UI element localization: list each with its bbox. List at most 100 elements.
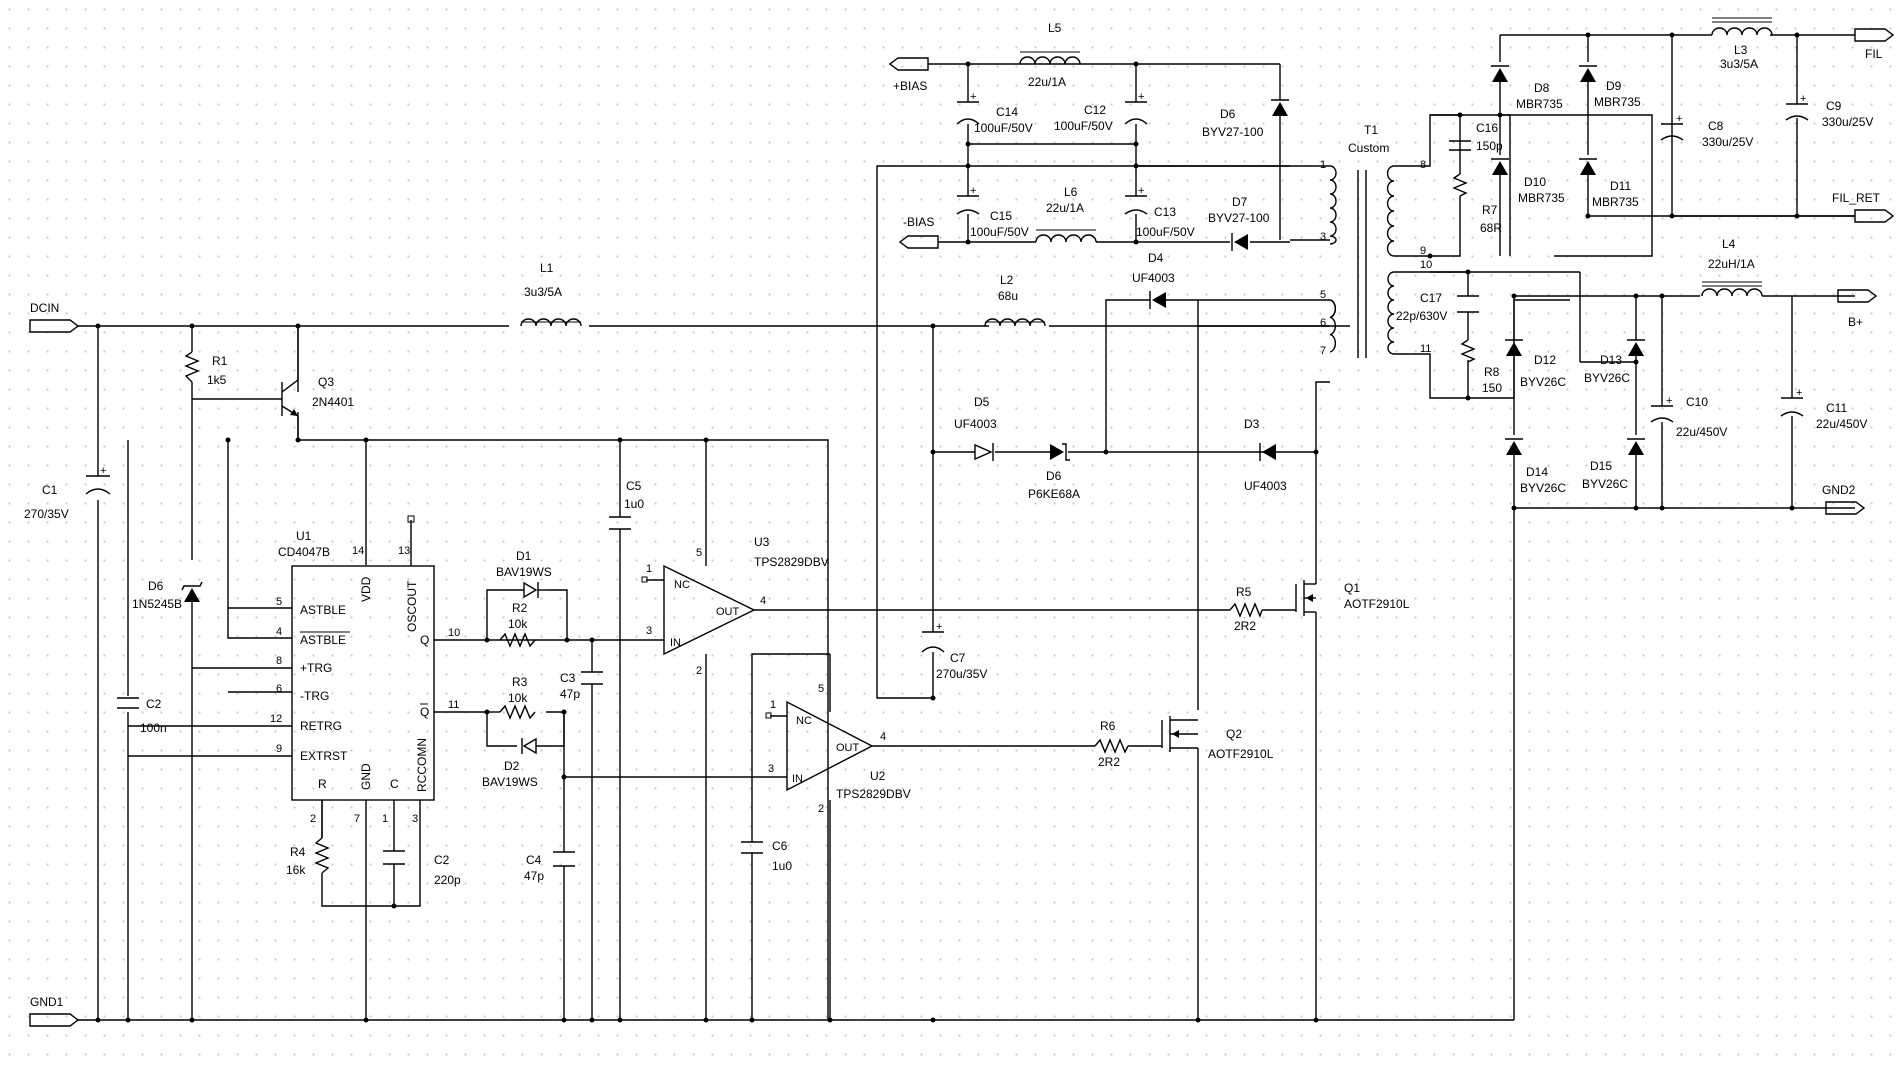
capacitor-c2-100n[interactable]: C2 100n [117,697,167,735]
u2-pin-out: OUT [836,742,860,754]
diode-d15[interactable]: D15 BYV26C [1582,438,1645,491]
zener-d6-1n5245b[interactable]: D6 1N5245B [132,579,203,611]
tvs-d6-p6ke68a[interactable]: D6 P6KE68A [1028,443,1080,501]
diode-d6-byv27[interactable]: D6 BYV27-100 [1202,99,1289,139]
resistor-r4[interactable]: R4 16k [286,837,330,877]
l5-value: 22u/1A [1028,75,1066,89]
diode-d12[interactable]: D12 BYV26C [1505,339,1566,389]
c12-value: 100uF/50V [1054,119,1113,133]
resistor-r1[interactable]: R1 1k5 [184,351,228,387]
c6-value: 1u0 [772,859,792,873]
ic-u1-cd4047b[interactable]: U1 CD4047B ASTBLE ASTBLE +TRG -TRG RETRG… [270,515,460,838]
capacitor-c4[interactable]: C4 47p [524,851,575,883]
capacitor-c13[interactable]: + C13 100uF/50V [1124,185,1195,239]
port-bplus[interactable]: B+ [1837,289,1878,329]
d2-ref: D2 [504,759,520,773]
port-gnd1-label: GND1 [30,995,64,1009]
capacitor-c14[interactable]: + C14 100uF/50V [956,91,1033,135]
d9-value: MBR735 [1594,95,1641,109]
svg-text:+: + [1796,387,1802,399]
diode-d13[interactable]: D13 BYV26C [1584,339,1645,385]
port-gnd1[interactable]: GND1 [29,995,80,1027]
diode-d7[interactable]: D7 BYV27-100 [1208,195,1270,251]
inductor-l5[interactable]: L5 22u/1A [1019,21,1081,89]
c11-ref: C11 [1826,401,1847,415]
d6z-value: 1N5245B [132,597,182,611]
diode-d11[interactable]: D11 MBR735 [1579,158,1639,209]
u1-pin3-num: 3 [412,813,418,825]
u3-pin1-num: 1 [646,563,652,575]
c1-ref: C1 [42,483,58,497]
resistor-r7[interactable]: R7 68R [1452,173,1502,235]
l2-value: 68u [998,289,1018,303]
u3-pin-in: IN [670,637,681,649]
d12-value: BYV26C [1520,375,1566,389]
d4-value: UF4003 [1132,271,1175,285]
capacitor-c1[interactable]: + C1 270/35V [24,465,111,521]
port-nbias[interactable]: -BIAS [898,215,939,249]
diode-d2[interactable]: D2 BAV19WS [482,737,538,789]
capacitor-c11[interactable]: + C11 22u/450V [1780,387,1867,431]
capacitor-c15[interactable]: + C15 100uF/50V [956,185,1029,239]
c3-value: 47p [560,687,580,701]
c14-ref: C14 [996,105,1018,119]
diode-d4[interactable]: D4 UF4003 [1132,251,1175,309]
transformer-t1[interactable]: T1 Custom 1 3 5 6 7 8 9 10 11 [1320,123,1432,358]
resistor-r6[interactable]: R6 2R2 [1094,719,1129,769]
diode-d9[interactable]: D9 MBR735 [1579,65,1641,109]
d2-value: BAV19WS [482,775,538,789]
port-fil[interactable]: FIL [1854,28,1895,61]
port-dcin[interactable]: DCIN [29,301,80,333]
inductor-l3[interactable]: L3 3u3/5A [1711,17,1773,71]
resistor-r5[interactable]: R5 2R2 [1229,585,1263,633]
capacitor-c9[interactable]: + C9 330u/25V [1785,93,1873,129]
capacitor-c2-220p[interactable]: C2 220p [383,850,461,887]
capacitor-c12[interactable]: + C12 100uF/50V [1054,91,1148,133]
inductor-l2[interactable]: L2 68u [984,273,1046,327]
u1-pin-r: R [318,777,327,791]
svg-text:+: + [1138,91,1144,103]
resistor-r2[interactable]: R2 10k [499,601,536,648]
diode-d5[interactable]: D5 UF4003 [954,395,997,461]
port-fil-ret-label: FIL_RET [1832,191,1881,205]
port-fil-ret[interactable]: FIL_RET [1832,191,1895,223]
transistor-q3[interactable]: Q3 2N4401 [192,326,354,440]
capacitor-c6[interactable]: C6 1u0 [741,839,792,873]
mosfet-q1[interactable]: Q1 AOTF2910L [1295,574,1410,616]
u3-value: TPS2829DBV [754,555,829,569]
l5-ref: L5 [1048,21,1062,35]
port-pbias[interactable]: +BIAS [888,57,929,93]
mosfet-q2[interactable]: Q2 AOTF2910L [1161,716,1274,761]
u3-pin4-num: 4 [760,595,766,607]
diode-d1[interactable]: D1 BAV19WS [496,549,552,599]
svg-text:+: + [100,465,106,477]
u1-pin-gnd: GND [359,763,373,790]
d5-value: UF4003 [954,417,997,431]
c15-ref: C15 [990,209,1012,223]
capacitor-c3[interactable]: C3 47p [560,671,603,701]
resistor-r3[interactable]: R3 10k [499,675,536,720]
inductor-l1[interactable]: L1 3u3/5A [520,261,582,327]
capacitor-c5[interactable]: C5 1u0 [609,479,644,530]
capacitor-c8[interactable]: + C8 330u/25V [1660,113,1753,149]
capacitor-c17[interactable]: C17 22p/630V [1396,291,1479,323]
d9-ref: D9 [1606,79,1622,93]
diode-d14[interactable]: D14 BYV26C [1505,438,1566,495]
c6-ref: C6 [772,839,788,853]
port-gnd2[interactable]: GND2 [1822,483,1866,515]
diode-d8[interactable]: D8 MBR735 [1491,65,1563,111]
inductor-l6[interactable]: L6 22u/1A [1035,185,1097,243]
l3-value: 3u3/5A [1720,57,1758,71]
diode-d3[interactable]: D3 UF4003 [1244,417,1287,493]
capacitor-c16[interactable]: C16 150p [1449,121,1503,153]
diode-d10[interactable]: D10 MBR735 [1491,158,1565,205]
driver-u2[interactable]: NC OUT IN 1 5 4 3 2 U2 TPS2829DBV [765,683,911,815]
driver-u3[interactable]: NC OUT IN 1 5 4 3 2 U3 TPS2829DBV [641,535,829,677]
capacitor-c7[interactable]: + C7 270u/35V [921,621,987,681]
capacitor-c10[interactable]: + C10 22u/450V [1650,395,1727,439]
c12-ref: C12 [1084,103,1106,117]
inductor-l4[interactable]: L4 22uH/1A [1701,237,1763,297]
d7-ref: D7 [1232,195,1248,209]
u2-pin1-num: 1 [770,699,776,711]
resistor-r8[interactable]: R8 150 [1460,339,1502,395]
